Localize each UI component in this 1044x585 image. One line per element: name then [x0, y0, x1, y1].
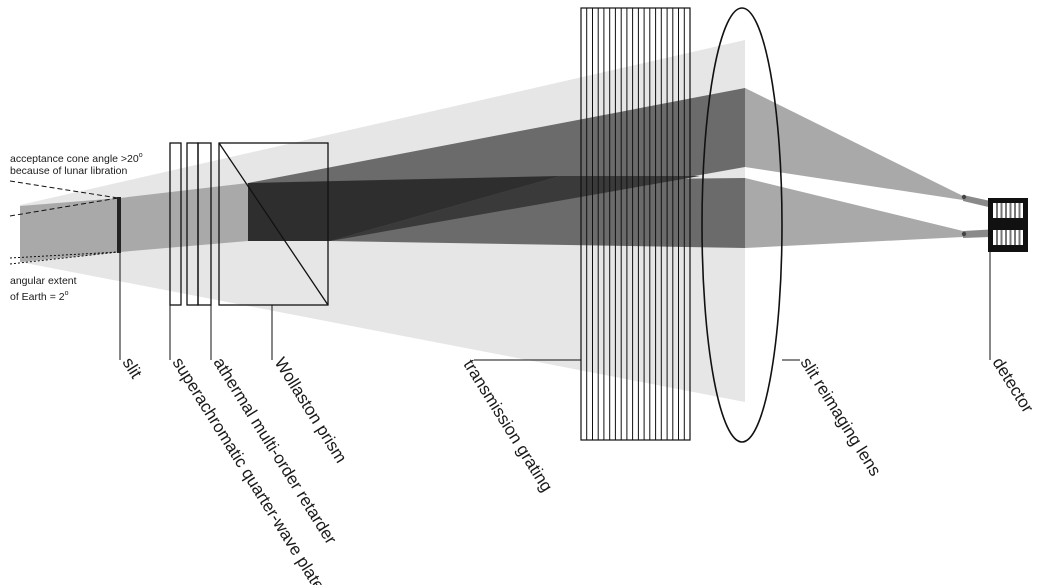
beam-overlap-b	[330, 176, 700, 241]
detector-pixel-stripe	[1000, 230, 1003, 245]
quarter-wave-plate	[169, 142, 182, 306]
acceptance-dash-lower	[9, 197, 119, 217]
acceptance-annotation: acceptance cone angle >20o	[10, 152, 143, 165]
detector-pixel-stripe	[1009, 230, 1012, 245]
angular-extent-annotation: angular extent	[10, 275, 77, 287]
detector-pixel-stripe	[1014, 230, 1016, 245]
grating-label: transmission grating	[460, 356, 557, 495]
detector-pixel-stripe	[1014, 203, 1016, 218]
beam-overlap	[248, 176, 560, 241]
wollaston-diagonal	[218, 142, 329, 306]
libration-annotation: because of lunar libration	[10, 165, 127, 177]
detector-pixel-stripe	[1009, 203, 1012, 218]
detector	[988, 198, 1028, 252]
detector-pixel-stripe	[1005, 230, 1007, 245]
input-beam	[20, 198, 120, 262]
lens-label: slit reimaging lens	[797, 354, 885, 479]
acceptance-dash-upper	[9, 180, 119, 199]
transmission-grating	[580, 7, 691, 441]
detector-pixel-stripe	[996, 203, 998, 218]
detector-pixel-stripe	[1018, 203, 1021, 218]
detector-pixel-stripe	[996, 230, 998, 245]
slit	[117, 197, 121, 253]
detector-label: detector	[989, 354, 1038, 416]
focus-point-upper	[961, 194, 967, 200]
retarder-plate-b	[197, 142, 212, 306]
slit-label: slit	[119, 354, 146, 382]
collimated-beam	[120, 183, 248, 252]
slit-reimaging-lens	[701, 7, 783, 443]
focus-point-lower	[961, 231, 967, 237]
wollaston-prism	[218, 142, 329, 306]
lower-focus-beam	[745, 178, 963, 248]
detector-pixel-stripe	[1000, 203, 1003, 218]
upper-focus-beam	[745, 88, 963, 200]
detector-pixel-stripe	[1018, 230, 1021, 245]
earth-extent-annotation: of Earth = 2o	[10, 290, 69, 303]
detector-pixel-stripe	[1005, 203, 1007, 218]
